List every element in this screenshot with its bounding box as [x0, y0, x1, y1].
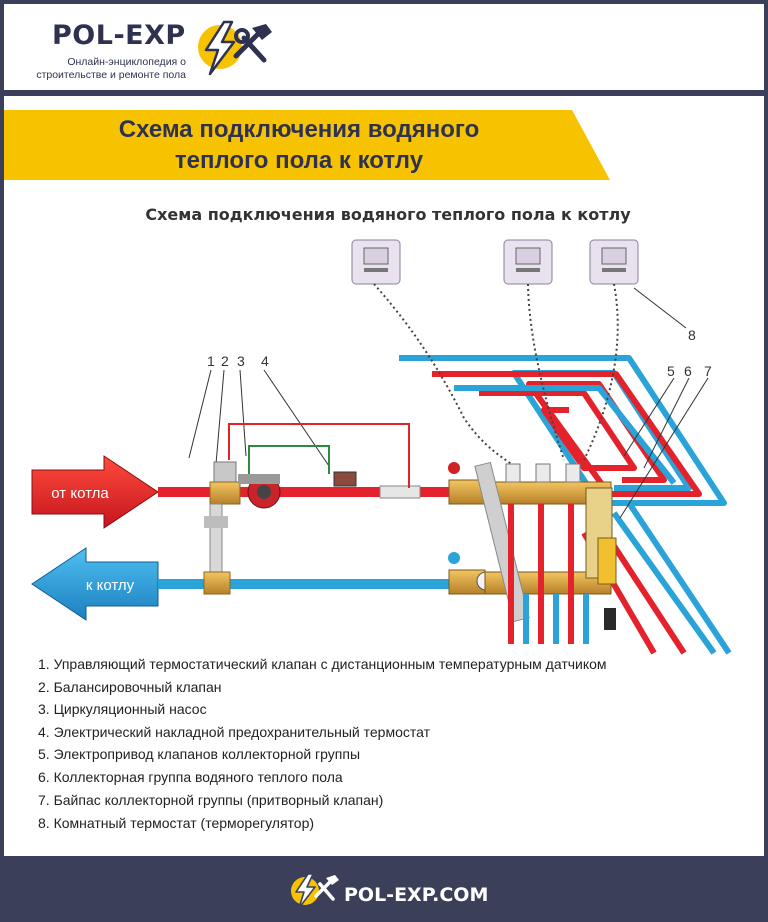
- callout-7: 7: [704, 363, 712, 379]
- tagline-line-2: строительстве и ремонте пола: [36, 69, 186, 81]
- banner-title: Схема подключения водяного теплого пола …: [34, 114, 564, 176]
- brand-name[interactable]: POL-EXP: [52, 20, 186, 51]
- tagline-line-1: Онлайн-энциклопедия о: [67, 56, 186, 68]
- thermostat-signal-wires: [373, 283, 619, 467]
- lightning-hammer-wrench-logo-icon[interactable]: [194, 16, 280, 78]
- room-thermostats: [351, 239, 639, 285]
- footer-site-link[interactable]: POL-EXP.COM: [344, 884, 489, 906]
- legend-item-2: 2. Балансировочный клапан: [38, 679, 222, 695]
- thermostat-icon[interactable]: [351, 239, 401, 285]
- diagram-image: Схема подключения водяного теплого пола …: [24, 198, 752, 840]
- thermostat-icon[interactable]: [503, 239, 553, 285]
- legend: 1. Управляющий термостатический клапан с…: [38, 656, 607, 831]
- loop-outlets: [508, 504, 616, 644]
- thermostat-icon[interactable]: [589, 239, 639, 285]
- callout-3: 3: [237, 353, 245, 369]
- from-boiler-label: от котла: [51, 485, 109, 502]
- from-boiler-arrow: от котла: [31, 455, 159, 529]
- callout-5: 5: [667, 363, 675, 379]
- legend-item-3: 3. Циркуляционный насос: [38, 701, 207, 717]
- floor-heating-loops: [399, 355, 732, 655]
- legend-item-7: 7. Байпас коллекторной группы (притворны…: [38, 792, 383, 808]
- site-footer: [4, 856, 764, 918]
- callout-1: 1: [207, 353, 215, 369]
- to-boiler-arrow: к котлу: [31, 547, 159, 621]
- legend-item-1: 1. Управляющий термостатический клапан с…: [38, 656, 607, 672]
- callout-8: 8: [688, 327, 696, 343]
- banner-title-line-1: Схема подключения водяного: [118, 116, 480, 143]
- page-frame: POL-EXP Онлайн-энциклопедия о строительс…: [4, 4, 764, 918]
- callout-4: 4: [261, 353, 269, 369]
- header-divider: [4, 90, 764, 96]
- to-boiler-label: к котлу: [86, 577, 135, 594]
- return-pipe: [158, 571, 458, 595]
- legend-item-6: 6. Коллекторная группа водяного теплого …: [38, 769, 343, 785]
- supply-pipe: [158, 423, 458, 509]
- callout-numbers: 1 2 3 4 5 6 7 8: [207, 327, 712, 379]
- legend-item-8: 8. Комнатный термостат (терморегулятор): [38, 815, 314, 831]
- legend-item-5: 5. Электропривод клапанов коллекторной г…: [38, 746, 360, 762]
- legend-item-4: 4. Электрический накладной предохранител…: [38, 724, 431, 740]
- manifold-collector-group: [448, 461, 617, 623]
- banner-title-line-2: теплого пола к котлу: [174, 147, 424, 174]
- callout-leaders: [188, 287, 709, 519]
- diagram-title: Схема подключения водяного теплого пола …: [145, 205, 631, 224]
- callout-2: 2: [221, 353, 229, 369]
- callout-6: 6: [684, 363, 692, 379]
- site-tagline: Онлайн-энциклопедия о строительстве и ре…: [28, 56, 186, 82]
- title-banner-background: [4, 110, 610, 180]
- bypass-pipe: [204, 503, 228, 581]
- lightning-hammer-wrench-logo-icon[interactable]: [288, 870, 340, 910]
- heating-scheme-diagram: Схема подключения водяного теплого пола …: [31, 205, 732, 831]
- site-header: POL-EXP Онлайн-энциклопедия о строительс…: [4, 4, 764, 90]
